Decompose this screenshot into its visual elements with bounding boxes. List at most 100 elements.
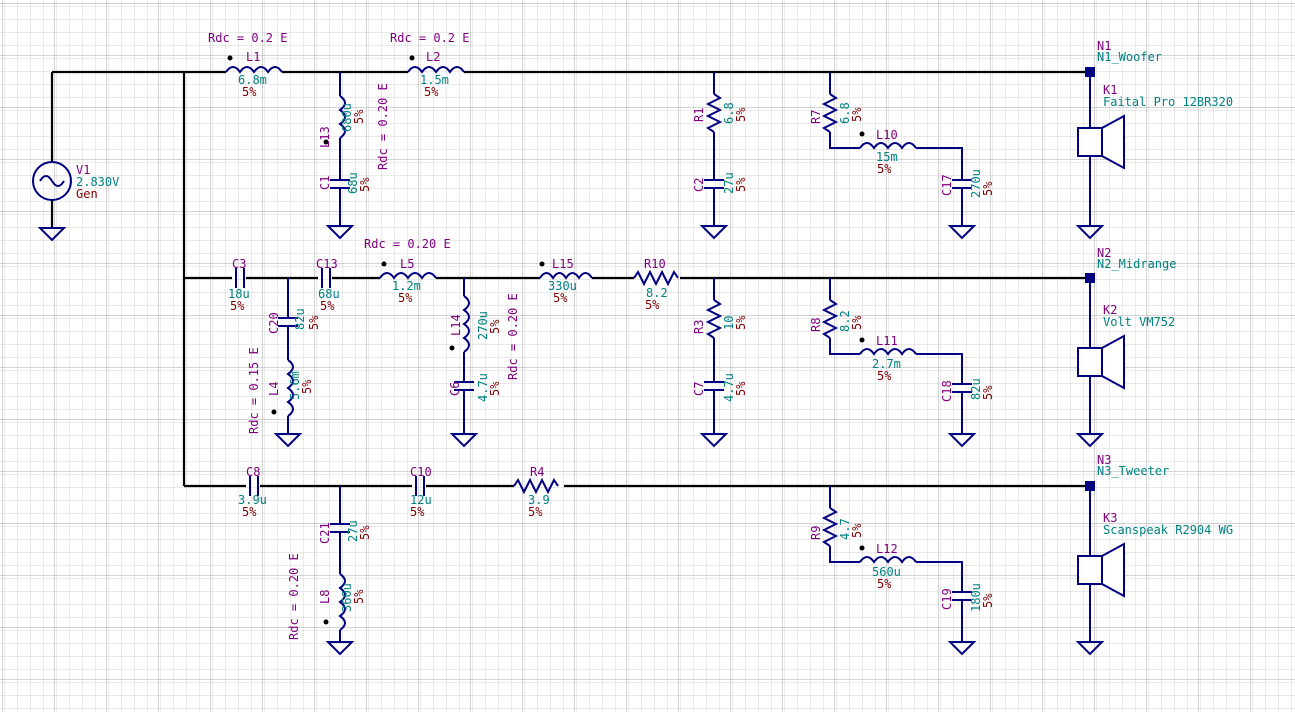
tol-label: 5%: [242, 85, 257, 99]
node-n2-marker[interactable]: [1085, 273, 1095, 283]
node-n1-marker[interactable]: [1085, 67, 1095, 77]
c3-capacitor[interactable]: [235, 268, 245, 288]
woofer-section: [225, 55, 1125, 240]
value-label: 560u: [872, 565, 901, 579]
tol-label: 5%: [734, 381, 748, 396]
c18-capacitor[interactable]: [952, 383, 972, 393]
r7-resistor[interactable]: [821, 93, 839, 133]
tol-label: 5%: [307, 315, 321, 330]
name-label: L8: [318, 590, 332, 604]
l5-inductor[interactable]: [379, 272, 437, 280]
value-label: 6.8m: [238, 73, 267, 87]
label-type: Gen: [76, 187, 98, 201]
l12-inductor[interactable]: [859, 556, 917, 564]
tol-label: 5%: [488, 381, 502, 396]
ground-c19: [947, 641, 977, 656]
tol-label: 5%: [528, 505, 543, 519]
value-label: 82u: [969, 378, 983, 400]
l10-inductor[interactable]: [859, 142, 917, 150]
l4-inductor[interactable]: [286, 359, 294, 417]
c17-capacitor[interactable]: [952, 179, 972, 189]
value-label: 6.8: [722, 102, 736, 124]
value-label: 27u: [346, 520, 360, 542]
r10-resistor[interactable]: [633, 269, 679, 287]
name-label: R3: [692, 320, 706, 334]
l8-inductor[interactable]: [338, 573, 346, 631]
r1-resistor[interactable]: [705, 93, 723, 133]
l11-inductor[interactable]: [859, 348, 917, 356]
tol-label: 5%: [877, 369, 892, 383]
rdc-label: Rdc = 0.20 E: [364, 237, 451, 251]
c6-capacitor[interactable]: [454, 381, 474, 391]
value-label: 270u: [476, 311, 490, 340]
ground-l8: [325, 641, 355, 656]
ground-k3: [1075, 641, 1105, 656]
l13-inductor[interactable]: [338, 95, 346, 139]
k2-speaker-icon[interactable]: [1077, 334, 1125, 390]
name-label: C10: [410, 465, 432, 479]
name-label: C6: [448, 382, 462, 396]
tol-label: 5%: [300, 379, 314, 394]
value-label: 8.2: [838, 310, 852, 332]
name-label: R1: [692, 108, 706, 122]
tweeter-section: [249, 476, 1125, 656]
rdc-label: Rdc = 0.2 E: [390, 31, 469, 45]
tol-label: 5%: [877, 577, 892, 591]
speaker-name: K1: [1103, 83, 1117, 97]
l15-inductor[interactable]: [539, 272, 593, 280]
value-label: 330u: [548, 279, 577, 293]
ground-l4: [273, 433, 303, 448]
node-label: N3_Tweeter: [1097, 464, 1169, 478]
name-label: L2: [426, 50, 440, 64]
l1-inductor[interactable]: [225, 66, 283, 74]
c10-capacitor[interactable]: [415, 476, 425, 496]
k1-speaker-icon[interactable]: [1077, 114, 1125, 170]
l14-inductor[interactable]: [462, 295, 470, 353]
ground-k2: [1075, 433, 1105, 448]
k3-speaker-icon[interactable]: [1077, 542, 1125, 598]
generator-v1[interactable]: [32, 161, 72, 242]
c2-capacitor[interactable]: [704, 179, 724, 189]
name-label: C7: [692, 382, 706, 396]
name-label: C2: [692, 178, 706, 192]
r4-resistor[interactable]: [513, 477, 559, 495]
name-label: L12: [876, 542, 898, 556]
labels: V1 2.830V Gen N1 N1_Woofer K1 Faital Pro…: [76, 31, 1233, 640]
name-label: C19: [940, 588, 954, 610]
value-label: 2.7m: [872, 357, 901, 371]
node-label: N1_Woofer: [1097, 50, 1162, 64]
name-label: C20: [267, 312, 281, 334]
node-n3-marker[interactable]: [1085, 481, 1095, 491]
tol-label: 5%: [645, 298, 660, 312]
name-label: R8: [809, 318, 823, 332]
c13-capacitor[interactable]: [321, 268, 331, 288]
tol-label: 5%: [358, 525, 372, 540]
r9-resistor[interactable]: [821, 507, 839, 547]
value-label: 180u: [969, 583, 983, 612]
rdc-label: Rdc = 0.2 E: [208, 31, 287, 45]
c8-capacitor[interactable]: [249, 476, 259, 496]
name-label: R10: [644, 257, 666, 271]
c7-capacitor[interactable]: [704, 381, 724, 391]
l2-inductor[interactable]: [407, 66, 465, 74]
node-label: N2_Midrange: [1097, 257, 1176, 271]
rdc-label: Rdc = 0.20 E: [376, 83, 390, 170]
c19-capacitor[interactable]: [952, 591, 972, 601]
value-label: 68u: [346, 172, 360, 194]
c21-capacitor[interactable]: [330, 523, 350, 533]
tol-label: 5%: [734, 315, 748, 330]
value-label: 680u: [340, 103, 354, 132]
tol-label: 5%: [734, 107, 748, 122]
name-label: L4: [267, 382, 281, 396]
c1-capacitor[interactable]: [330, 179, 350, 189]
value-label: 82u: [293, 308, 307, 330]
name-label: C21: [318, 522, 332, 544]
c20-capacitor[interactable]: [278, 317, 298, 327]
bus-wires: [50, 70, 1090, 488]
tol-label: 5%: [352, 589, 366, 604]
r8-resistor[interactable]: [821, 299, 839, 339]
ground-c6: [449, 433, 479, 448]
name-label: C1: [318, 176, 332, 190]
r3-resistor[interactable]: [705, 299, 723, 339]
